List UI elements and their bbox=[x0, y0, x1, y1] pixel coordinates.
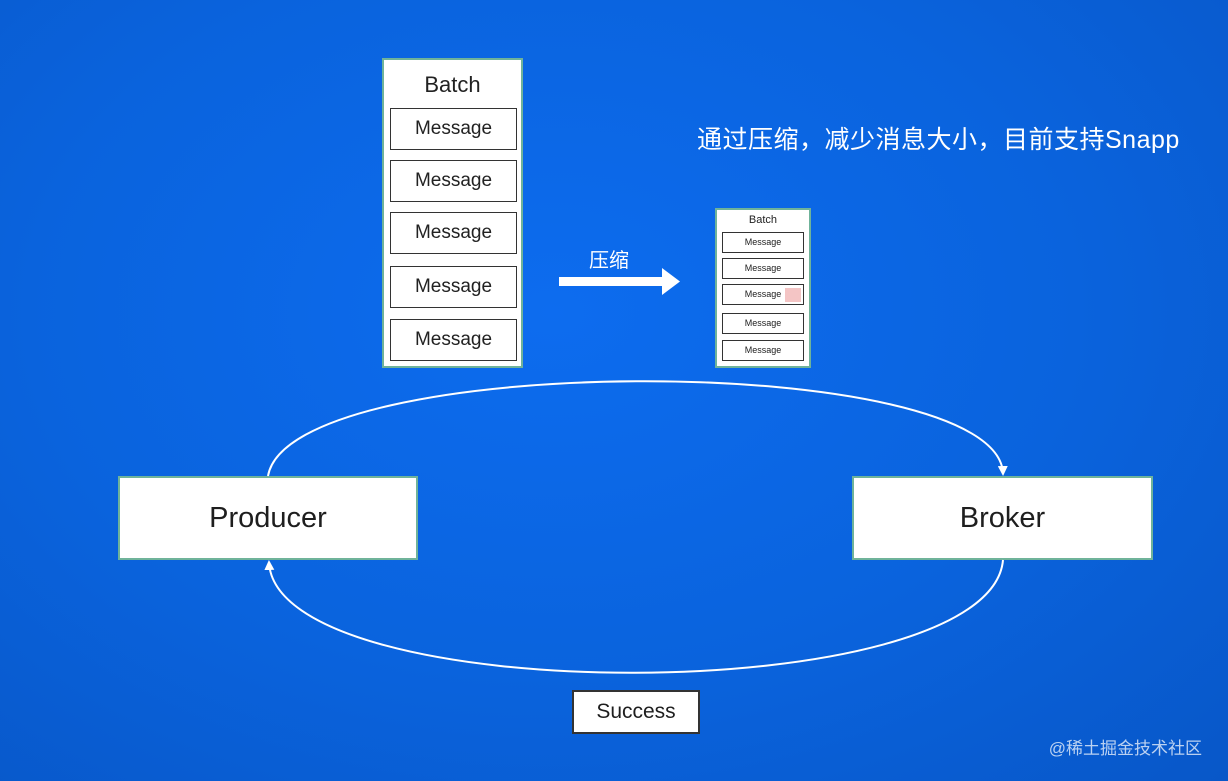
producer-node: Producer bbox=[118, 476, 418, 560]
highlight-mark bbox=[785, 288, 801, 302]
message-box: Message bbox=[390, 212, 517, 254]
batch-title: Batch bbox=[424, 72, 481, 97]
compress-label: 压缩 bbox=[589, 250, 629, 272]
response-arc bbox=[264, 559, 1004, 674]
success-label: Success bbox=[572, 690, 700, 734]
message-box: Message bbox=[390, 160, 517, 202]
headline-text: 通过压缩，减少消息大小，目前支持Snapp bbox=[697, 126, 1180, 154]
message-label: Message bbox=[744, 289, 782, 299]
batch-compressed: Batch Message Message Message Message Me… bbox=[715, 208, 811, 368]
message-box: Message bbox=[722, 313, 804, 334]
batch-title: Batch bbox=[748, 214, 778, 226]
message-box: Message bbox=[390, 266, 517, 308]
message-box: Message bbox=[390, 319, 517, 361]
message-box: Message bbox=[722, 340, 804, 361]
broker-node: Broker bbox=[852, 476, 1153, 560]
batch-uncompressed: Batch Message Message Message Message Me… bbox=[382, 58, 523, 368]
message-box: Message bbox=[722, 284, 804, 305]
message-box: Message bbox=[390, 108, 517, 150]
message-box: Message bbox=[722, 232, 804, 253]
watermark-text: @稀土掘金技术社区 bbox=[1048, 739, 1202, 758]
message-box: Message bbox=[722, 258, 804, 279]
send-arc bbox=[267, 380, 1008, 477]
